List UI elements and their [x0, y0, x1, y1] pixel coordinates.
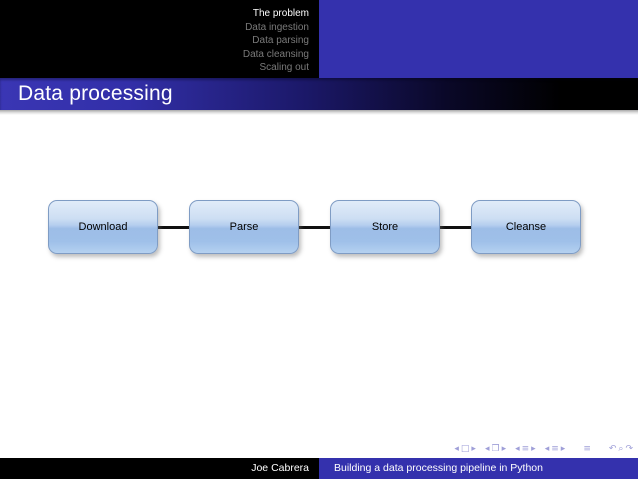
next-frame-icon[interactable]: ▸: [501, 444, 507, 454]
flowchart-node-download: Download: [48, 200, 158, 254]
prev-subsection-icon[interactable]: ◂: [515, 444, 520, 454]
back-icon[interactable]: ↶: [608, 444, 617, 454]
frame-title-bar: Data processing: [0, 78, 638, 110]
prev-section-icon[interactable]: ◂: [544, 444, 550, 454]
forward-icon[interactable]: ↷: [625, 444, 633, 454]
prev-frame-icon[interactable]: ◂: [484, 444, 490, 454]
find-icon[interactable]: ⌕: [618, 444, 624, 454]
slide-icon[interactable]: □: [460, 444, 470, 454]
prev-slide-icon[interactable]: ◂: [454, 444, 459, 454]
node-label: Cleanse: [505, 221, 547, 233]
slide-footer: Joe Cabrera Building a data processing p…: [0, 458, 638, 479]
node-label: Store: [371, 221, 399, 233]
subsection-icon[interactable]: ≡: [521, 444, 530, 454]
node-label: Parse: [229, 221, 259, 233]
nav-item-data-ingestion[interactable]: Data ingestion: [245, 21, 309, 33]
nav-item-scaling-out[interactable]: Scaling out: [259, 62, 309, 73]
frame-icon[interactable]: ❐: [491, 444, 500, 454]
next-section-icon[interactable]: ▸: [560, 444, 566, 454]
header-blue-panel: [319, 0, 638, 78]
nav-item-data-parsing[interactable]: Data parsing: [252, 35, 309, 46]
header-section-nav: The problem Data ingestion Data parsing …: [0, 0, 319, 78]
flowchart-node-store: Store: [330, 200, 440, 254]
footer-presentation-title: Building a data processing pipeline in P…: [319, 458, 638, 479]
flowchart-node-cleanse: Cleanse: [471, 200, 581, 254]
beamer-navigation-bar: ◂ □ ▸ ◂ ❐ ▸ ◂ ≡ ▸ ◂ ≡ ▸ ≡ ↶ ⌕ ↷: [452, 443, 633, 455]
next-subsection-icon[interactable]: ▸: [531, 444, 536, 454]
frame-title: Data processing: [18, 82, 173, 105]
node-label: Download: [78, 221, 128, 233]
next-slide-icon[interactable]: ▸: [471, 444, 476, 454]
title-bar-shadow: [0, 110, 638, 115]
section-icon[interactable]: ≡: [551, 444, 559, 454]
appendix-icon[interactable]: ≡: [583, 444, 591, 454]
nav-item-data-cleansing[interactable]: Data cleansing: [242, 48, 309, 60]
slide-header: The problem Data ingestion Data parsing …: [0, 0, 638, 78]
connector-download-parse: [157, 226, 190, 229]
nav-item-the-problem[interactable]: The problem: [252, 8, 309, 19]
connector-store-cleanse: [439, 226, 472, 229]
connector-parse-store: [298, 226, 331, 229]
flowchart-node-parse: Parse: [189, 200, 299, 254]
footer-author: Joe Cabrera: [0, 458, 319, 479]
